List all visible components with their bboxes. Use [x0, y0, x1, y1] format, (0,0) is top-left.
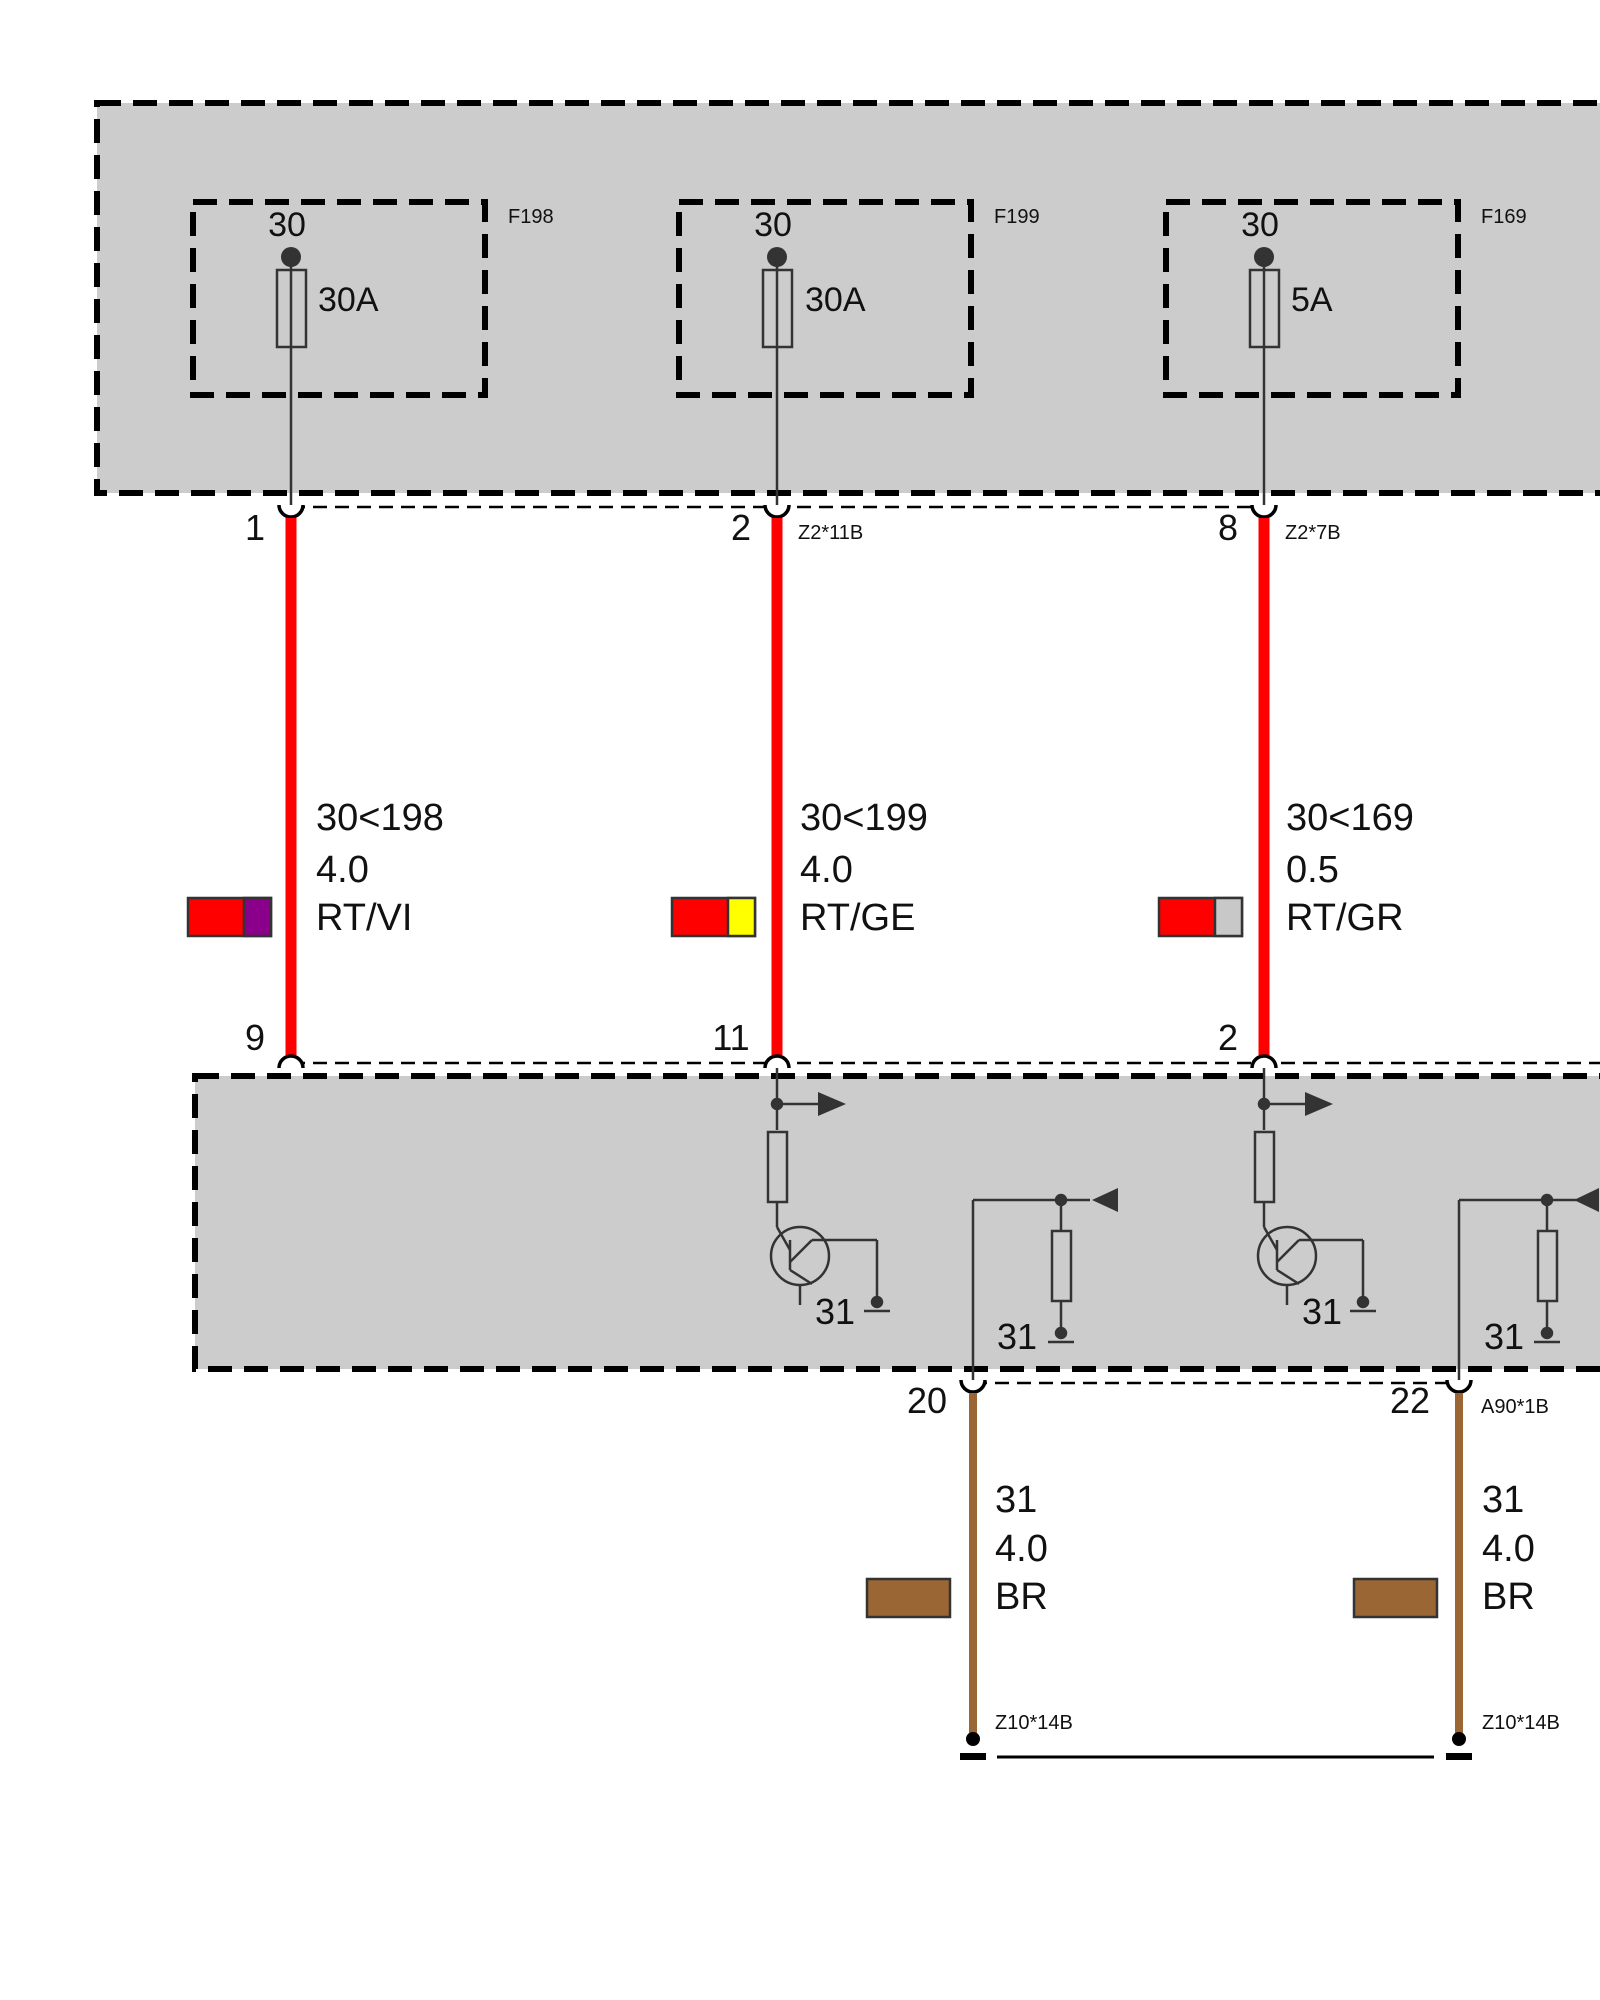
- wire-color-label: RT/GE: [800, 897, 915, 939]
- fuse-f198: F198 30 30A: [190, 199, 554, 505]
- ground-label: 31: [815, 1291, 855, 1332]
- fuse-icon: [761, 268, 794, 349]
- fuse-box-module: F198 30 30A F199 30 30A F169 30 5A: [94, 100, 1600, 505]
- wire-color-label: RT/VI: [316, 897, 412, 939]
- wire-signal-label: 31: [995, 1479, 1037, 1521]
- ground-label: 31: [997, 1316, 1037, 1357]
- fuse-terminal-label: 30: [268, 206, 306, 244]
- fuse-terminal-label: 30: [1241, 206, 1279, 244]
- connector-label: Z2*11B: [798, 522, 863, 544]
- fuse-id-label: F198: [508, 206, 554, 228]
- wire-31-ground: 31 4.0 BR Z10*14B: [865, 1393, 1073, 1760]
- wire-30-199: 30<199 4.0 RT/GE: [670, 518, 928, 1055]
- pin-label: 2: [1218, 1017, 1238, 1058]
- ground-connector-label: Z10*14B: [995, 1712, 1073, 1734]
- wire-color-label: BR: [1482, 1576, 1535, 1618]
- pin-label: 20: [907, 1380, 947, 1421]
- wire-30-198: 30<198 4.0 RT/VI: [186, 518, 444, 1055]
- wire-31-ground: 31 4.0 BR Z10*14B: [1352, 1393, 1560, 1760]
- pin-label: 8: [1218, 507, 1238, 548]
- wire-color-label: RT/GR: [1286, 897, 1404, 939]
- connector-label: Z2*7B: [1285, 522, 1341, 544]
- transistor-output-stage: [766, 1068, 890, 1313]
- pin-label: 9: [245, 1017, 265, 1058]
- pin-label: 1: [245, 507, 265, 548]
- wire-color-swatch: [865, 1577, 952, 1619]
- fuse-id-label: F169: [1481, 206, 1527, 228]
- wire-size-label: 0.5: [1286, 849, 1339, 891]
- wire-size-label: 4.0: [800, 849, 853, 891]
- wire-signal-label: 30<199: [800, 797, 928, 839]
- connector-label: A90*1B: [1481, 1396, 1549, 1418]
- fuse-icon: [1248, 268, 1281, 349]
- fuse-terminal-label: 30: [754, 206, 792, 244]
- wire-signal-label: 30<169: [1286, 797, 1414, 839]
- pin-label: 22: [1390, 1380, 1430, 1421]
- pin-label: 2: [731, 507, 751, 548]
- ground-connector-label: Z10*14B: [1482, 1712, 1560, 1734]
- wire-signal-label: 30<198: [316, 797, 444, 839]
- control-module: 31 31: [192, 1054, 1600, 1380]
- transistor-output-stage: [1253, 1068, 1376, 1313]
- wire-30-169: 30<169 0.5 RT/GR: [1157, 518, 1414, 1055]
- pin-label: 11: [712, 1017, 749, 1058]
- fuse-icon: [275, 268, 308, 349]
- fuse-f199: F199 30 30A: [676, 199, 1040, 505]
- wire-color-label: BR: [995, 1576, 1048, 1618]
- connector-pins-top: [277, 504, 1278, 519]
- fuse-f169: F169 30 5A: [1163, 199, 1527, 505]
- wire-size-label: 4.0: [1482, 1528, 1535, 1570]
- fuse-rating-label: 30A: [318, 281, 379, 319]
- wire-size-label: 4.0: [316, 849, 369, 891]
- fuse-rating-label: 30A: [805, 281, 866, 319]
- wire-color-swatch: [1352, 1577, 1439, 1619]
- connector-pins-bottom: [959, 1379, 1473, 1394]
- wire-signal-label: 31: [1482, 1479, 1524, 1521]
- fuse-rating-label: 5A: [1291, 281, 1333, 319]
- pulldown-resistor-stage: [971, 1188, 1118, 1380]
- ground-point-icon: [966, 1732, 980, 1746]
- ground-label: 31: [1302, 1291, 1342, 1332]
- ground-point-icon: [1452, 1732, 1466, 1746]
- wire-size-label: 4.0: [995, 1528, 1048, 1570]
- connector-pins-bottom-module: [277, 1054, 1278, 1069]
- pulldown-resistor-stage: [1457, 1188, 1599, 1380]
- fuse-id-label: F199: [994, 206, 1040, 228]
- ground-label: 31: [1484, 1316, 1524, 1357]
